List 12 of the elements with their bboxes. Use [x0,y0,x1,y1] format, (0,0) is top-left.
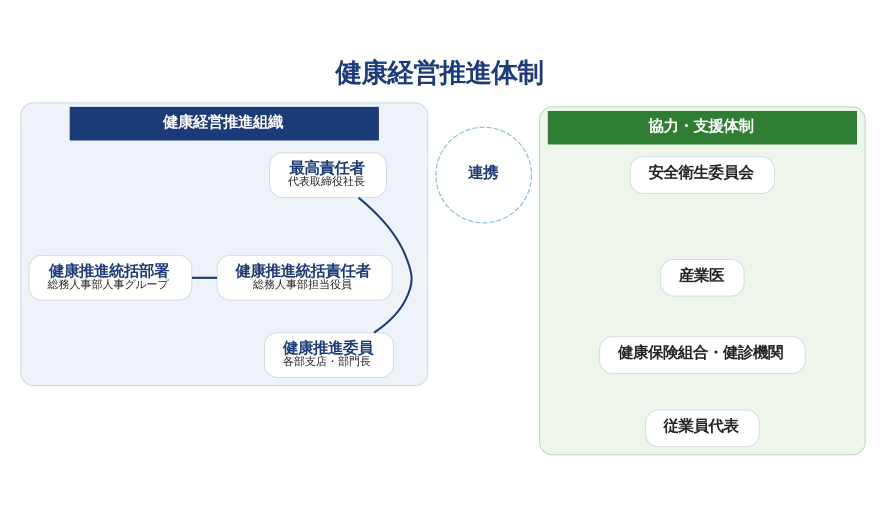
node-box: 最高責任者 代表取締役社長 [269,152,388,198]
node-box: 健康推進統括責任者 総務人事部担当役員 [216,254,393,300]
node-box: 従業員代表 [644,409,760,447]
node-box: 健康推進統括部署 総務人事部人事グループ [28,254,192,300]
node-box: 産業医 [660,258,745,296]
node-box: 健康保険組合・健診機関 [599,336,806,374]
diagram-title: 健康経営推進体制 [336,56,544,88]
node-circle: 連携 [435,126,532,223]
connector [358,196,413,333]
node-box: 安全衛生委員会 [630,156,776,194]
connector [192,276,218,278]
node-box: 健康推進委員 各部支店・部門長 [264,332,394,378]
